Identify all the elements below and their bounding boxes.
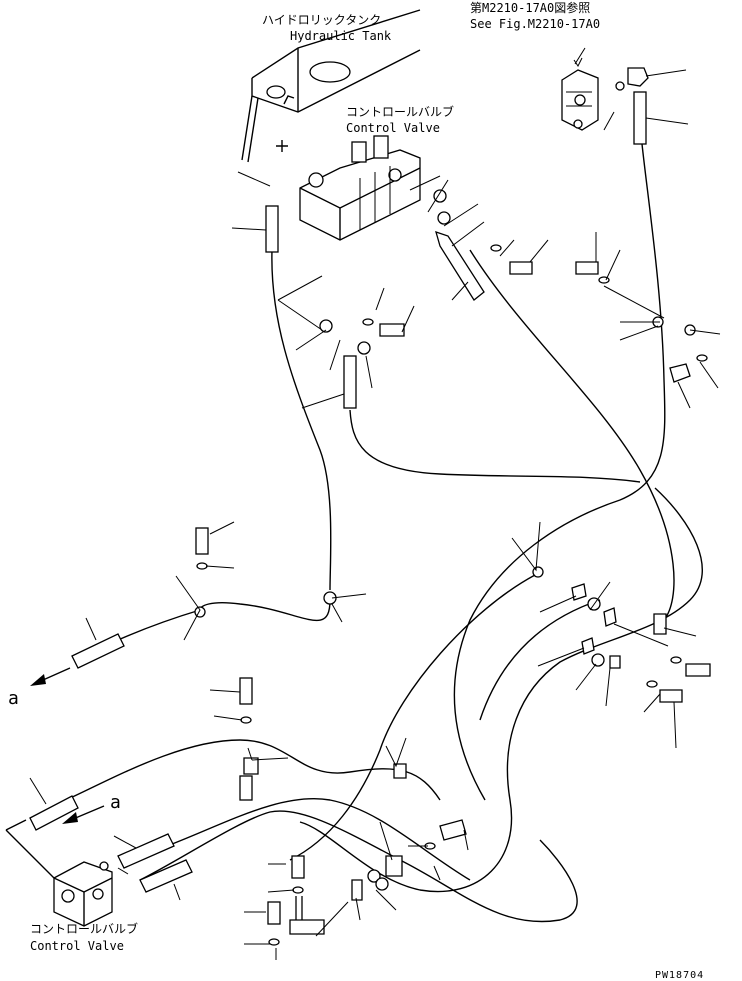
hydraulic-tank-label-en: Hydraulic Tank (290, 29, 392, 43)
hydraulic-tank-label-jp: ハイドロリックタンク (262, 13, 381, 27)
control-valve-top-label-jp: コントロールバルブ (346, 104, 454, 119)
marker-a-lower: a (110, 792, 121, 813)
control-valve-bottom (5, 819, 113, 927)
hose-fittings (29, 205, 485, 893)
flow-arrows (30, 667, 105, 824)
leader-ref (573, 47, 586, 67)
valve-assembly-top-right (561, 67, 649, 145)
bolts-and-washers (194, 189, 711, 946)
control-valve-top-label-en: Control Valve (346, 121, 440, 135)
hose-lines (65, 143, 703, 923)
control-valve-bottom-label-jp: コントロールバルブ (30, 921, 138, 936)
figure-code: PW18704 (655, 970, 704, 981)
marker-a-left: a (8, 688, 19, 709)
reference-label-en: See Fig.M2210-17A0 (470, 17, 600, 31)
reference-label-jp: 第M2210-17A0図参照 (470, 0, 590, 15)
hydraulic-tank (241, 9, 421, 163)
control-valve-bottom-label-en: Control Valve (30, 939, 124, 953)
control-valve-top (299, 135, 421, 241)
leader-lines (29, 69, 721, 960)
